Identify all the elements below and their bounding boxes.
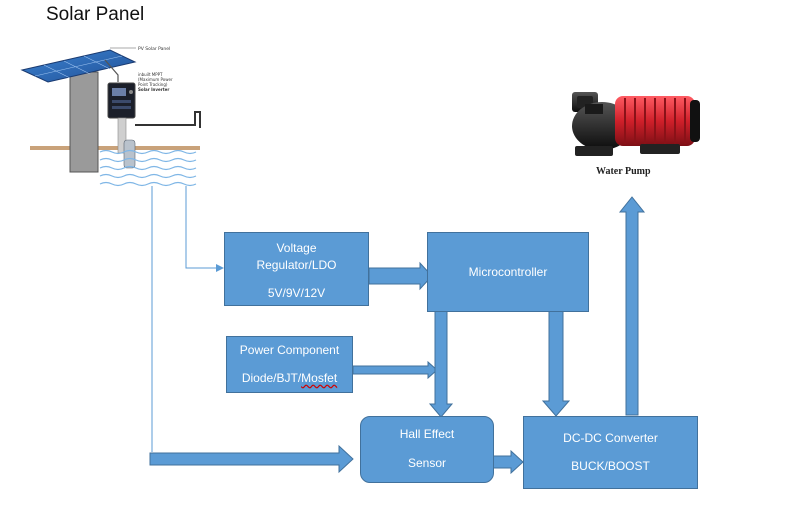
solar-panel-icon bbox=[20, 49, 137, 83]
submersible-pump-icon bbox=[123, 139, 136, 169]
voltage-regulator-line-3: 5V/9V/12V bbox=[267, 286, 326, 300]
power-component-line-2: Diode/BJT/Mosfet bbox=[227, 371, 352, 385]
wire-arrowhead-voltage bbox=[216, 264, 224, 272]
power-component-mosfet: Mosfet bbox=[301, 371, 338, 385]
solar-wires bbox=[151, 186, 218, 452]
hall-effect-sensor-block: Hall Effect Sensor bbox=[360, 416, 494, 483]
solar-inverter-icon bbox=[107, 82, 136, 119]
pv-panel-label: PV Solar Panel bbox=[138, 46, 170, 52]
dcdc-converter-block: DC-DC Converter BUCK/BOOST bbox=[523, 416, 698, 489]
diagram-title: Solar Panel bbox=[46, 4, 145, 25]
hall-effect-line-1: Hall Effect bbox=[399, 427, 455, 441]
microcontroller-label: Microcontroller bbox=[468, 265, 548, 279]
arrow-regulator-to-microcontroller bbox=[368, 261, 433, 291]
inverter-label-line-4: Solar Inverter bbox=[138, 87, 169, 92]
panel-pole bbox=[69, 71, 99, 173]
inverter-label-line-3: Point Tracking) bbox=[138, 82, 168, 87]
panel-cable bbox=[104, 59, 119, 82]
water-pipe bbox=[135, 111, 201, 128]
arrow-microcontroller-to-hall bbox=[428, 310, 454, 418]
voltage-regulator-block: Voltage Regulator/LDO 5V/9V/12V bbox=[224, 232, 369, 306]
arrow-power-component bbox=[352, 360, 438, 380]
dcdc-line-1: DC-DC Converter bbox=[563, 431, 658, 445]
arrow-dcdc-to-pump bbox=[618, 196, 646, 416]
inverter-label-line-2: (Maximum Power bbox=[138, 77, 173, 82]
inverter-label: inbuilt MPPT (Maximum Power Point Tracki… bbox=[138, 72, 174, 92]
solar-installation-illustration: PV Solar Panel inbuilt MPPT (Maximum Pow… bbox=[20, 46, 201, 187]
ground-line bbox=[30, 146, 200, 150]
microcontroller-block: Microcontroller bbox=[427, 232, 589, 312]
arrow-solar-to-hall bbox=[149, 444, 354, 474]
voltage-regulator-line-1: Voltage bbox=[276, 241, 317, 255]
water-pump-icon bbox=[572, 92, 700, 156]
dcdc-line-2: BUCK/BOOST bbox=[571, 459, 650, 473]
power-component-line-1: Power Component bbox=[239, 343, 340, 357]
water-waves bbox=[99, 149, 197, 187]
arrow-microcontroller-to-dcdc bbox=[541, 310, 571, 417]
power-component-line-2-prefix: Diode/BJT/ bbox=[241, 371, 302, 385]
inverter-label-line-1: inbuilt MPPT bbox=[138, 72, 163, 77]
voltage-regulator-line-2: Regulator/LDO bbox=[256, 258, 337, 272]
power-component-block: Power Component Diode/BJT/Mosfet bbox=[226, 336, 353, 393]
water-pump-caption: Water Pump bbox=[596, 166, 651, 177]
wire-to-voltage-regulator bbox=[185, 186, 218, 269]
hall-effect-line-2: Sensor bbox=[407, 456, 447, 470]
